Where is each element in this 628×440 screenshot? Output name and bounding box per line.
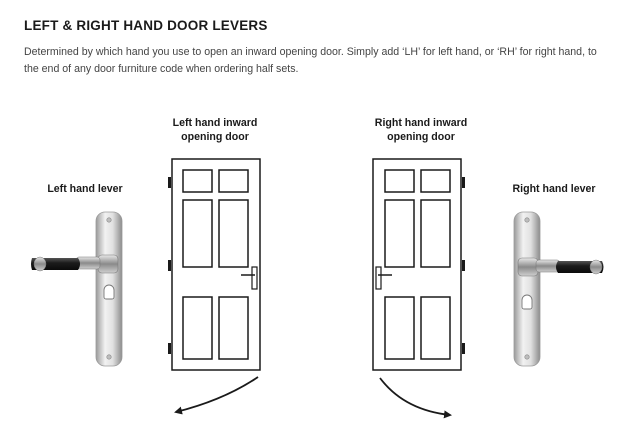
left-door-label-line1: Left hand inward <box>172 117 258 129</box>
right-swing-arrow-icon <box>379 377 452 419</box>
left-lever-label: Left hand lever <box>47 183 123 195</box>
left-door-hinges <box>168 177 171 354</box>
description: Determined by which hand you use to open… <box>24 46 597 75</box>
left-door-label-line2: opening door <box>181 131 249 143</box>
page-title: LEFT & RIGHT HAND DOOR LEVERS <box>24 18 268 33</box>
right-door-icon <box>372 158 462 371</box>
left-door-label: Left hand inward opening door <box>150 116 280 144</box>
left-hand-lever-icon <box>31 211 123 367</box>
left-swing-arrow-icon <box>174 376 259 415</box>
left-door-icon <box>171 158 261 371</box>
right-lever-label: Right hand lever <box>512 183 596 195</box>
right-door-hinges <box>462 177 465 354</box>
right-door-label-line1: Right hand inward <box>374 117 468 129</box>
right-door-label-line2: opening door <box>387 131 455 143</box>
right-hand-lever-icon <box>513 211 604 367</box>
right-door-label: Right hand inward opening door <box>350 116 492 144</box>
